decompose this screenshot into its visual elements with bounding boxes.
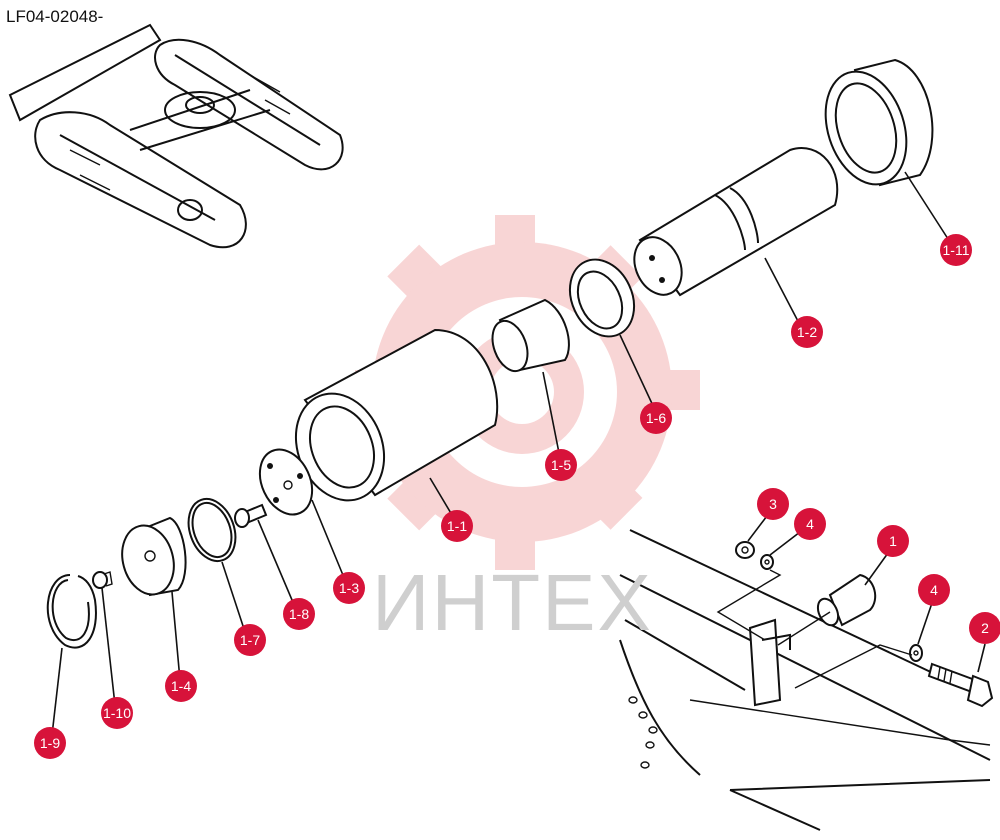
callout-2-label: 2 bbox=[981, 620, 989, 636]
callout-1[interactable]: 1 bbox=[877, 525, 909, 557]
part-1-5-bushing bbox=[491, 298, 570, 373]
callout-1-3-label: 1-3 bbox=[339, 580, 359, 596]
crawler-undercarriage-illustration bbox=[8, 23, 344, 249]
callout-1-4-label: 1-4 bbox=[171, 678, 191, 694]
part-1-4-cover bbox=[121, 516, 187, 597]
callout-1-5-label: 1-5 bbox=[551, 457, 571, 473]
part-2-bolt bbox=[927, 662, 994, 708]
callout-4-upper[interactable]: 4 bbox=[794, 508, 826, 540]
callout-1-2-label: 1-2 bbox=[797, 324, 817, 340]
callout-1-9[interactable]: 1-9 bbox=[34, 727, 66, 759]
callout-1-11-label: 1-11 bbox=[943, 242, 970, 258]
part-1-11-sleeve bbox=[824, 58, 934, 187]
callout-1-11[interactable]: 1-11 bbox=[940, 234, 972, 266]
callout-1-1-label: 1-1 bbox=[447, 518, 467, 534]
part-1-7-o-ring bbox=[187, 498, 237, 562]
part-1-6-seal bbox=[568, 258, 636, 338]
leader-lines bbox=[51, 171, 986, 736]
part-1-9-snap-ring bbox=[46, 574, 97, 649]
callout-4-lower[interactable]: 4 bbox=[918, 574, 950, 606]
callout-3[interactable]: 3 bbox=[757, 488, 789, 520]
part-4-washer-lower bbox=[909, 644, 923, 662]
part-1-10-plug bbox=[92, 571, 113, 589]
callout-1-9-label: 1-9 bbox=[40, 735, 60, 751]
part-4-washer-upper bbox=[760, 554, 774, 570]
part-1-3-plate bbox=[258, 448, 314, 516]
callout-4-lower-label: 4 bbox=[930, 582, 938, 598]
reference-lines bbox=[716, 569, 913, 689]
callout-1-10-label: 1-10 bbox=[103, 705, 131, 721]
callout-1-10[interactable]: 1-10 bbox=[101, 697, 133, 729]
callout-4-upper-label: 4 bbox=[806, 516, 814, 532]
track-frame-section bbox=[619, 529, 991, 831]
callout-1-7-label: 1-7 bbox=[240, 632, 260, 648]
callout-1-3[interactable]: 1-3 bbox=[333, 572, 365, 604]
callout-3-label: 3 bbox=[769, 496, 777, 512]
callout-1-8[interactable]: 1-8 bbox=[283, 598, 315, 630]
callout-1-2[interactable]: 1-2 bbox=[791, 316, 823, 348]
part-1-2-shaft bbox=[633, 147, 839, 297]
callout-1-4[interactable]: 1-4 bbox=[165, 670, 197, 702]
callout-1-label: 1 bbox=[889, 533, 897, 549]
callout-1-8-label: 1-8 bbox=[289, 606, 309, 622]
part-1-8-bolt bbox=[234, 503, 268, 528]
callout-1-1[interactable]: 1-1 bbox=[441, 510, 473, 542]
watermark-text: ИНТЕХ bbox=[372, 558, 653, 647]
callout-1-7[interactable]: 1-7 bbox=[234, 624, 266, 656]
part-3-nut bbox=[735, 541, 755, 559]
callout-2[interactable]: 2 bbox=[969, 612, 1000, 644]
callout-1-6-label: 1-6 bbox=[646, 410, 666, 426]
diagram-code: LF04-02048- bbox=[6, 7, 103, 26]
part-1-pin bbox=[816, 573, 877, 627]
callout-1-6[interactable]: 1-6 bbox=[640, 402, 672, 434]
callout-1-5[interactable]: 1-5 bbox=[545, 449, 577, 481]
